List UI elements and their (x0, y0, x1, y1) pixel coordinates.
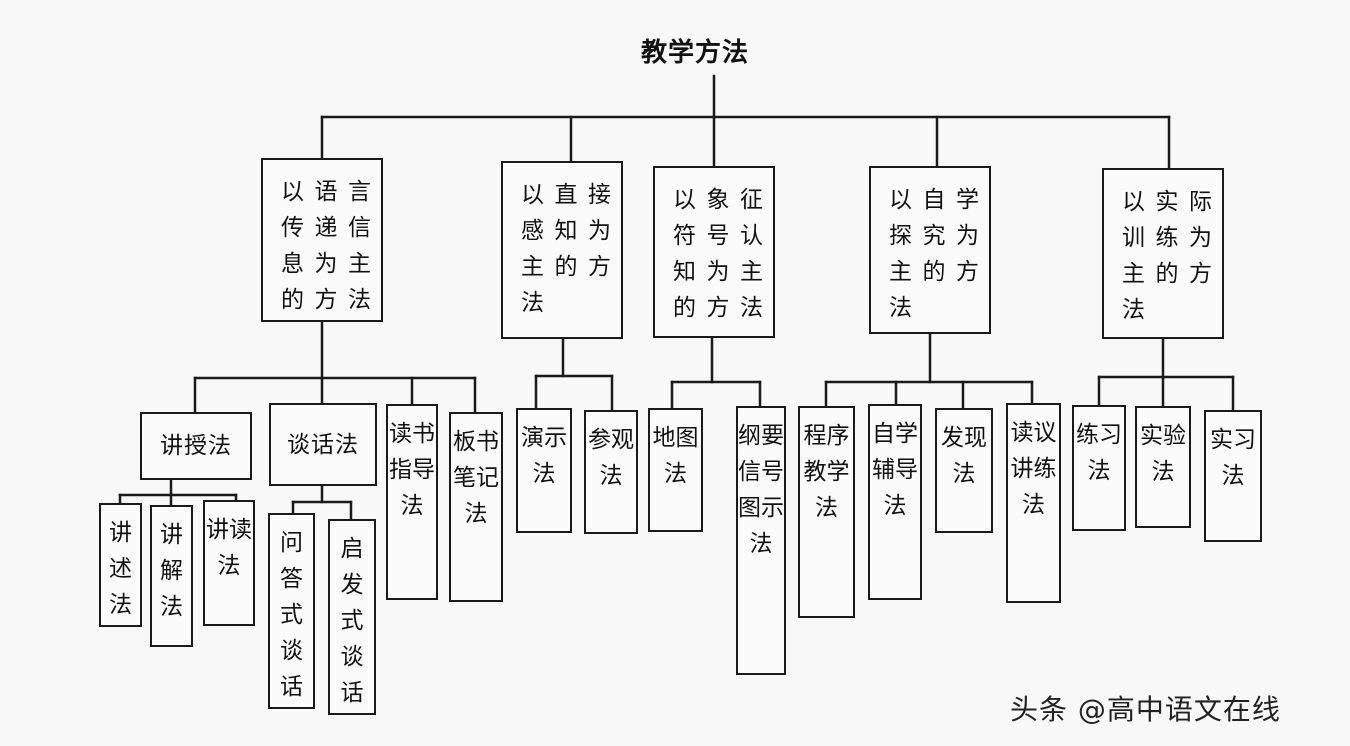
submethod-heuristic-talk-box: 启发式谈话 (328, 519, 376, 715)
method-exercise-label: 练习法 (1076, 422, 1122, 484)
method-internship-box: 实习法 (1204, 410, 1262, 542)
method-read-discuss-label: 读议讲练法 (1010, 420, 1057, 518)
submethod-reading-aloud-box: 讲读法 (203, 500, 255, 626)
submethod-narration-label: 讲述法 (109, 520, 132, 618)
watermark: 头条 @高中语文在线 (1010, 693, 1281, 726)
submethod-reading-aloud-label: 讲读法 (206, 517, 252, 579)
method-lecture-label: 讲授法 (160, 433, 232, 459)
method-discovery-label: 发现法 (941, 425, 987, 487)
category-symbol-box: 以象征符号认知为主的方法 (653, 166, 775, 338)
category-selfstudy-box: 以自学探究为主的方法 (869, 166, 991, 334)
method-visit-label: 参观法 (588, 427, 634, 489)
method-experiment-label: 实验法 (1140, 423, 1186, 485)
method-self-study-label: 自学辅导法 (872, 421, 918, 519)
submethod-qa-talk-label: 问答式谈话 (280, 530, 303, 700)
method-programmed-label: 程序教学法 (803, 423, 850, 521)
root-title: 教学方法 (640, 38, 749, 68)
category-symbol-label: 以象征符号认知为主的方法 (673, 187, 765, 321)
method-blackboard-notes-label: 板书笔记法 (453, 429, 499, 527)
method-lecture-box: 讲授法 (140, 412, 252, 480)
method-reading-guide-label: 读书指导法 (389, 421, 435, 519)
category-perception-box: 以直接感知为主的方法 (501, 161, 623, 339)
submethod-qa-talk-box: 问答式谈话 (268, 513, 315, 709)
method-visit-box: 参观法 (584, 410, 638, 534)
method-outline-signal-box: 纲要信号图示法 (736, 406, 786, 675)
method-demonstration-label: 演示法 (521, 425, 567, 487)
method-read-discuss-box: 读议讲练法 (1006, 403, 1061, 603)
method-map-label: 地图法 (652, 425, 699, 487)
category-training-label: 以实际训练为主的方法 (1122, 189, 1214, 323)
category-selfstudy-label: 以自学探究为主的方法 (889, 187, 981, 321)
category-language-box: 以语言传递信息为主的方法 (261, 158, 383, 322)
method-programmed-box: 程序教学法 (798, 406, 855, 618)
submethod-narration-box: 讲述法 (99, 503, 142, 627)
method-exercise-box: 练习法 (1072, 405, 1126, 531)
submethod-heuristic-talk-label: 启发式谈话 (340, 536, 364, 706)
method-reading-guide-box: 读书指导法 (386, 404, 438, 600)
category-perception-label: 以直接感知为主的方法 (521, 182, 613, 316)
method-discovery-box: 发现法 (935, 408, 993, 533)
category-language-label: 以语言传递信息为主的方法 (281, 179, 373, 313)
method-demonstration-box: 演示法 (516, 408, 572, 533)
method-outline-signal-label: 纲要信号图示法 (738, 423, 784, 557)
method-internship-label: 实习法 (1210, 427, 1256, 489)
method-conversation-label: 谈话法 (287, 431, 359, 458)
method-blackboard-notes-box: 板书笔记法 (449, 412, 503, 602)
method-conversation-box: 谈话法 (269, 403, 377, 486)
submethod-explanation-box: 讲解法 (150, 505, 193, 647)
method-map-box: 地图法 (648, 408, 703, 532)
category-training-box: 以实际训练为主的方法 (1102, 168, 1224, 339)
method-self-study-box: 自学辅导法 (868, 404, 922, 600)
submethod-explanation-label: 讲解法 (160, 522, 183, 620)
method-experiment-box: 实验法 (1135, 406, 1191, 528)
